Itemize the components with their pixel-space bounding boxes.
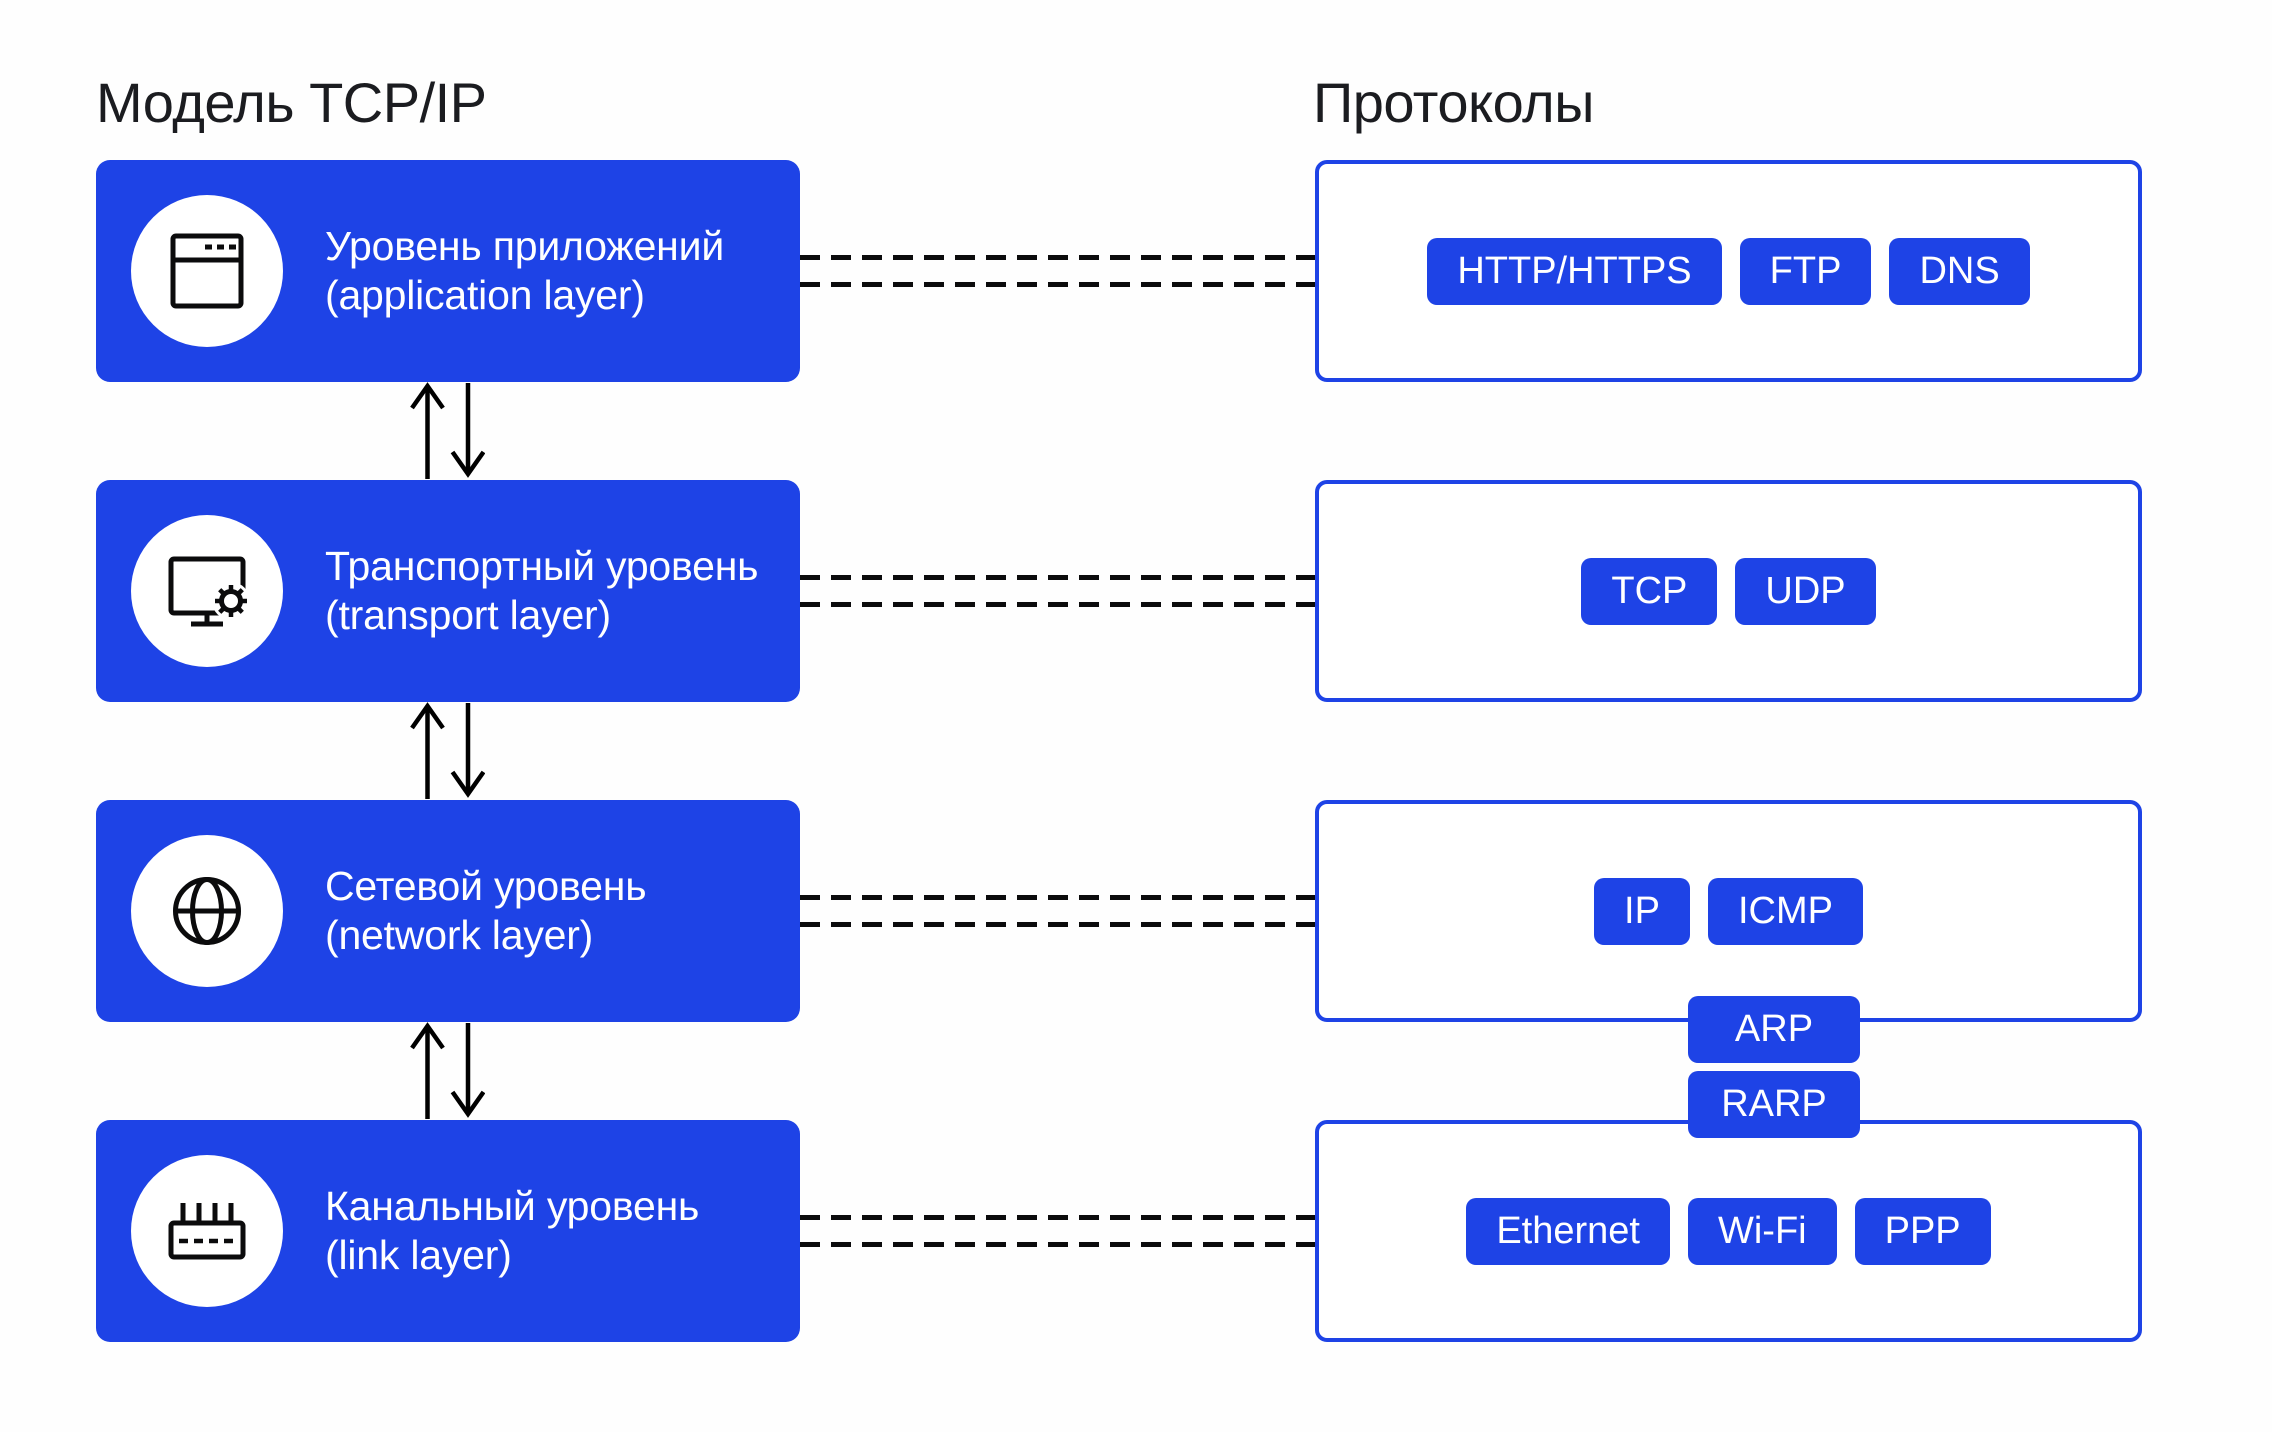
layer-name-en: (application layer)	[325, 272, 645, 318]
left-column-title: Модель TCP/IP	[96, 71, 487, 134]
globe-icon	[173, 877, 241, 945]
protocol-badge: PPP	[1854, 1197, 1991, 1265]
dashed-connector	[800, 575, 1316, 580]
layer-name-en: (network layer)	[325, 912, 594, 958]
browser-window-icon	[170, 233, 244, 309]
layer-name-ru: Канальный уровень	[325, 1183, 700, 1229]
protocol-badge-arp: ARP	[1688, 996, 1860, 1063]
layer-label: Уровень приложений (application layer)	[325, 160, 724, 382]
layer-name-en: (link layer)	[325, 1232, 512, 1278]
layer-name-en: (transport layer)	[325, 592, 611, 638]
protocol-badge: UDP	[1735, 557, 1876, 625]
dashed-connector	[800, 1215, 1316, 1220]
layer-row-link: Канальный уровень (link layer) Ethernet …	[0, 1120, 2272, 1342]
protocol-box-transport: TCP UDP	[1315, 480, 2142, 702]
protocol-badge: FTP	[1739, 237, 1872, 305]
router-icon	[168, 1203, 246, 1260]
dashed-connector	[800, 602, 1316, 607]
layer-label: Сетевой уровень (network layer)	[325, 800, 647, 1022]
icon-circle	[131, 515, 283, 667]
icon-circle	[131, 1155, 283, 1307]
layer-label: Транспортный уровень (transport layer)	[325, 480, 759, 702]
layer-box-link: Канальный уровень (link layer)	[96, 1120, 800, 1342]
protocol-box-network: IP ICMP	[1315, 800, 2142, 1022]
icon-circle	[131, 195, 283, 347]
up-down-arrows	[410, 702, 485, 799]
layer-row-network: Сетевой уровень (network layer) IP ICMP	[0, 800, 2272, 1022]
dashed-connector	[800, 1242, 1316, 1247]
protocol-badge: Wi-Fi	[1687, 1197, 1837, 1265]
right-column-title: Протоколы	[1313, 71, 1594, 134]
up-down-arrows	[410, 1022, 485, 1119]
monitor-gear-icon	[168, 556, 250, 627]
dashed-connector	[800, 255, 1316, 260]
protocol-badge: Ethernet	[1466, 1197, 1670, 1265]
layer-label: Канальный уровень (link layer)	[325, 1120, 699, 1342]
layer-name-ru: Уровень приложений	[325, 223, 725, 269]
protocol-box-application: HTTP/HTTPS FTP DNS	[1315, 160, 2142, 382]
protocol-badge: IP	[1594, 877, 1690, 945]
protocol-box-link: Ethernet Wi-Fi PPP	[1315, 1120, 2142, 1342]
protocol-badge: HTTP/HTTPS	[1427, 237, 1722, 305]
protocol-badge-rarp: RARP	[1688, 1071, 1860, 1138]
icon-circle	[131, 835, 283, 987]
up-down-arrows	[410, 382, 485, 479]
layer-row-transport: Транспортный уровень (transport layer) T…	[0, 480, 2272, 702]
protocol-badge: ICMP	[1707, 877, 1863, 945]
layer-box-application: Уровень приложений (application layer)	[96, 160, 800, 382]
dashed-connector	[800, 895, 1316, 900]
layer-box-transport: Транспортный уровень (transport layer)	[96, 480, 800, 702]
protocol-badge: DNS	[1889, 237, 2030, 305]
dashed-connector	[800, 922, 1316, 927]
layer-name-ru: Сетевой уровень	[325, 863, 647, 909]
layer-box-network: Сетевой уровень (network layer)	[96, 800, 800, 1022]
protocol-badge: TCP	[1581, 557, 1718, 625]
layer-row-application: Уровень приложений (application layer) H…	[0, 160, 2272, 382]
layer-name-ru: Транспортный уровень	[325, 543, 759, 589]
dashed-connector	[800, 282, 1316, 287]
